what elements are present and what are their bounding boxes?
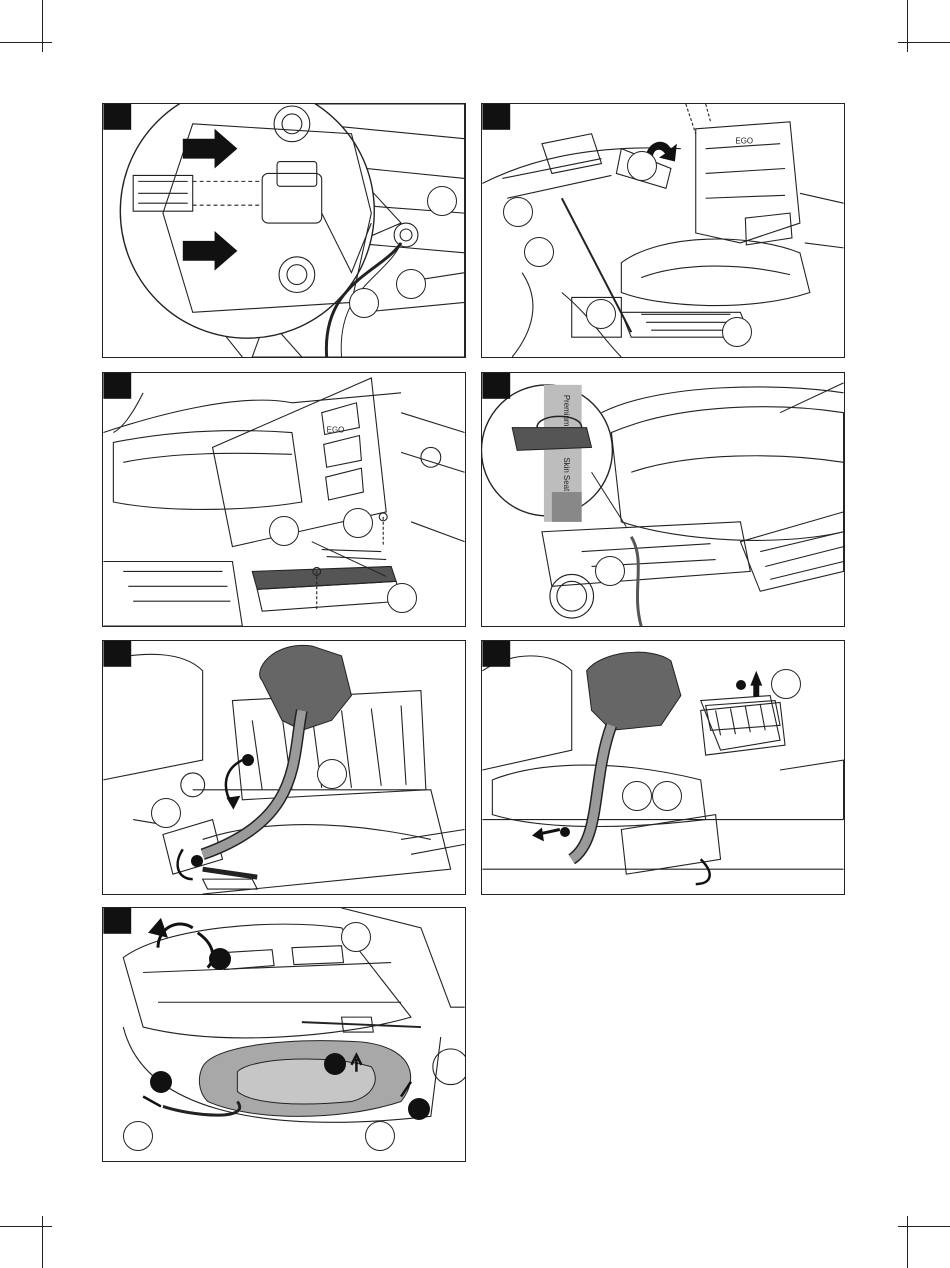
illustration-battery-cover-removal bbox=[103, 908, 465, 1161]
brand-mark-ego: EGO bbox=[735, 137, 753, 146]
callout-3b bbox=[343, 508, 373, 538]
crop-mark-top-right-v bbox=[907, 0, 908, 52]
marker-dot-5b bbox=[191, 855, 203, 867]
crop-mark-bottom-left-h bbox=[0, 1226, 52, 1227]
illustration-battery-tray-removal bbox=[103, 641, 465, 894]
brand-mark-ego: EGO bbox=[327, 426, 345, 435]
figure-panel-step-3: EGO bbox=[102, 372, 466, 627]
callout-5a bbox=[317, 759, 347, 789]
callout-1b bbox=[396, 269, 426, 299]
callout-7a bbox=[341, 922, 371, 952]
marker-dot-7a bbox=[209, 948, 231, 970]
illustration-connector-harness bbox=[103, 104, 465, 357]
crop-mark-top-right-h bbox=[898, 42, 950, 43]
illustration-cable-clip: Premium Skin Seat bbox=[482, 373, 844, 626]
callout-1c bbox=[349, 288, 379, 318]
callout-5b bbox=[151, 798, 181, 828]
callout-2d bbox=[586, 299, 616, 329]
figure-panel-step-7 bbox=[102, 907, 466, 1162]
callout-2c bbox=[524, 237, 554, 267]
crop-mark-bottom-right-v bbox=[907, 1216, 908, 1268]
marker-dot-5a bbox=[242, 754, 254, 766]
crop-mark-bottom-right-h bbox=[898, 1226, 950, 1227]
callout-7b bbox=[123, 1121, 153, 1151]
marker-dot-7c bbox=[150, 1071, 172, 1093]
callout-3a bbox=[269, 516, 299, 546]
callout-1a bbox=[427, 186, 457, 216]
callout-3c bbox=[387, 583, 417, 613]
marker-dot-7b bbox=[324, 1053, 346, 1075]
callout-2e bbox=[722, 317, 752, 347]
figure-panel-step-5 bbox=[102, 640, 466, 895]
callout-6c bbox=[652, 781, 682, 811]
callout-2b bbox=[503, 197, 533, 227]
callout-4a bbox=[595, 556, 625, 586]
strap-text-skin-seat: Skin Seat bbox=[562, 457, 571, 492]
callout-6a bbox=[771, 669, 801, 699]
strap-text-premium: Premium bbox=[562, 395, 571, 427]
marker-dot-7d bbox=[408, 1098, 430, 1120]
illustration-seat-mounting: EGO bbox=[482, 104, 844, 357]
crop-mark-top-left-h bbox=[0, 42, 52, 43]
figure-panel-step-2: EGO bbox=[481, 103, 845, 358]
figure-panel-step-4: Premium Skin Seat bbox=[481, 372, 845, 627]
marker-dot-6b bbox=[560, 827, 570, 837]
crop-mark-bottom-left-v bbox=[42, 1216, 43, 1268]
marker-dot-6a bbox=[736, 680, 746, 690]
figure-panel-step-1 bbox=[102, 103, 466, 358]
callout-6b bbox=[622, 781, 652, 811]
callout-7c bbox=[365, 1121, 395, 1151]
figure-panel-step-6 bbox=[481, 640, 845, 895]
callout-2a bbox=[627, 151, 657, 181]
crop-mark-top-left-v bbox=[42, 0, 43, 52]
